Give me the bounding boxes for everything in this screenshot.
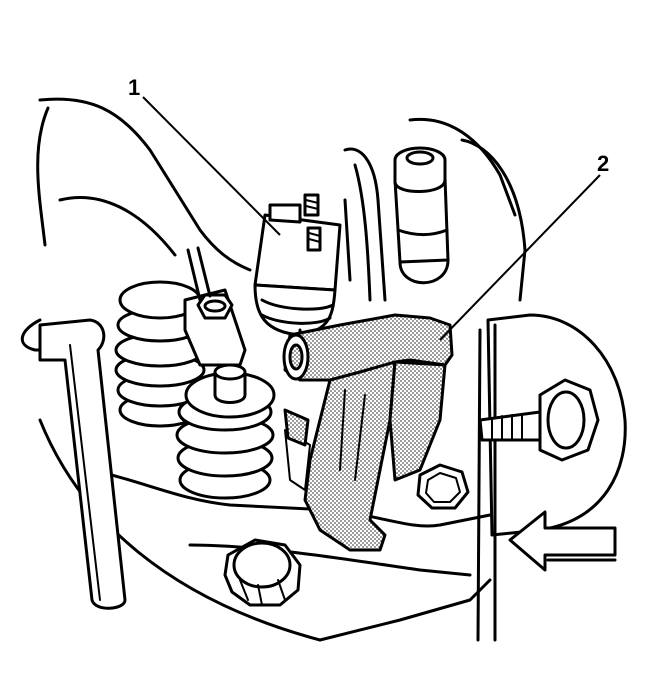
fuel-injector	[253, 193, 342, 352]
leader-line-2	[439, 174, 601, 341]
callout-number-1: 1	[128, 75, 141, 100]
valve-spring-left	[114, 280, 206, 428]
leader-line-1	[142, 96, 281, 236]
injector-tool	[282, 313, 454, 552]
direction-arrow	[508, 510, 617, 572]
cylinder-head-bolt	[223, 538, 302, 607]
rocker-arm	[183, 246, 247, 367]
lifting-bracket	[38, 318, 127, 610]
rear-injector	[393, 146, 450, 285]
callout-number-2: 2	[597, 151, 610, 176]
middle-valve-spring	[343, 147, 387, 302]
valve-spring-front	[175, 363, 276, 500]
hex-nut	[416, 463, 470, 510]
cylinder-head-outline	[21, 97, 527, 642]
side-housing	[476, 313, 627, 642]
housing-bolt	[478, 378, 600, 462]
